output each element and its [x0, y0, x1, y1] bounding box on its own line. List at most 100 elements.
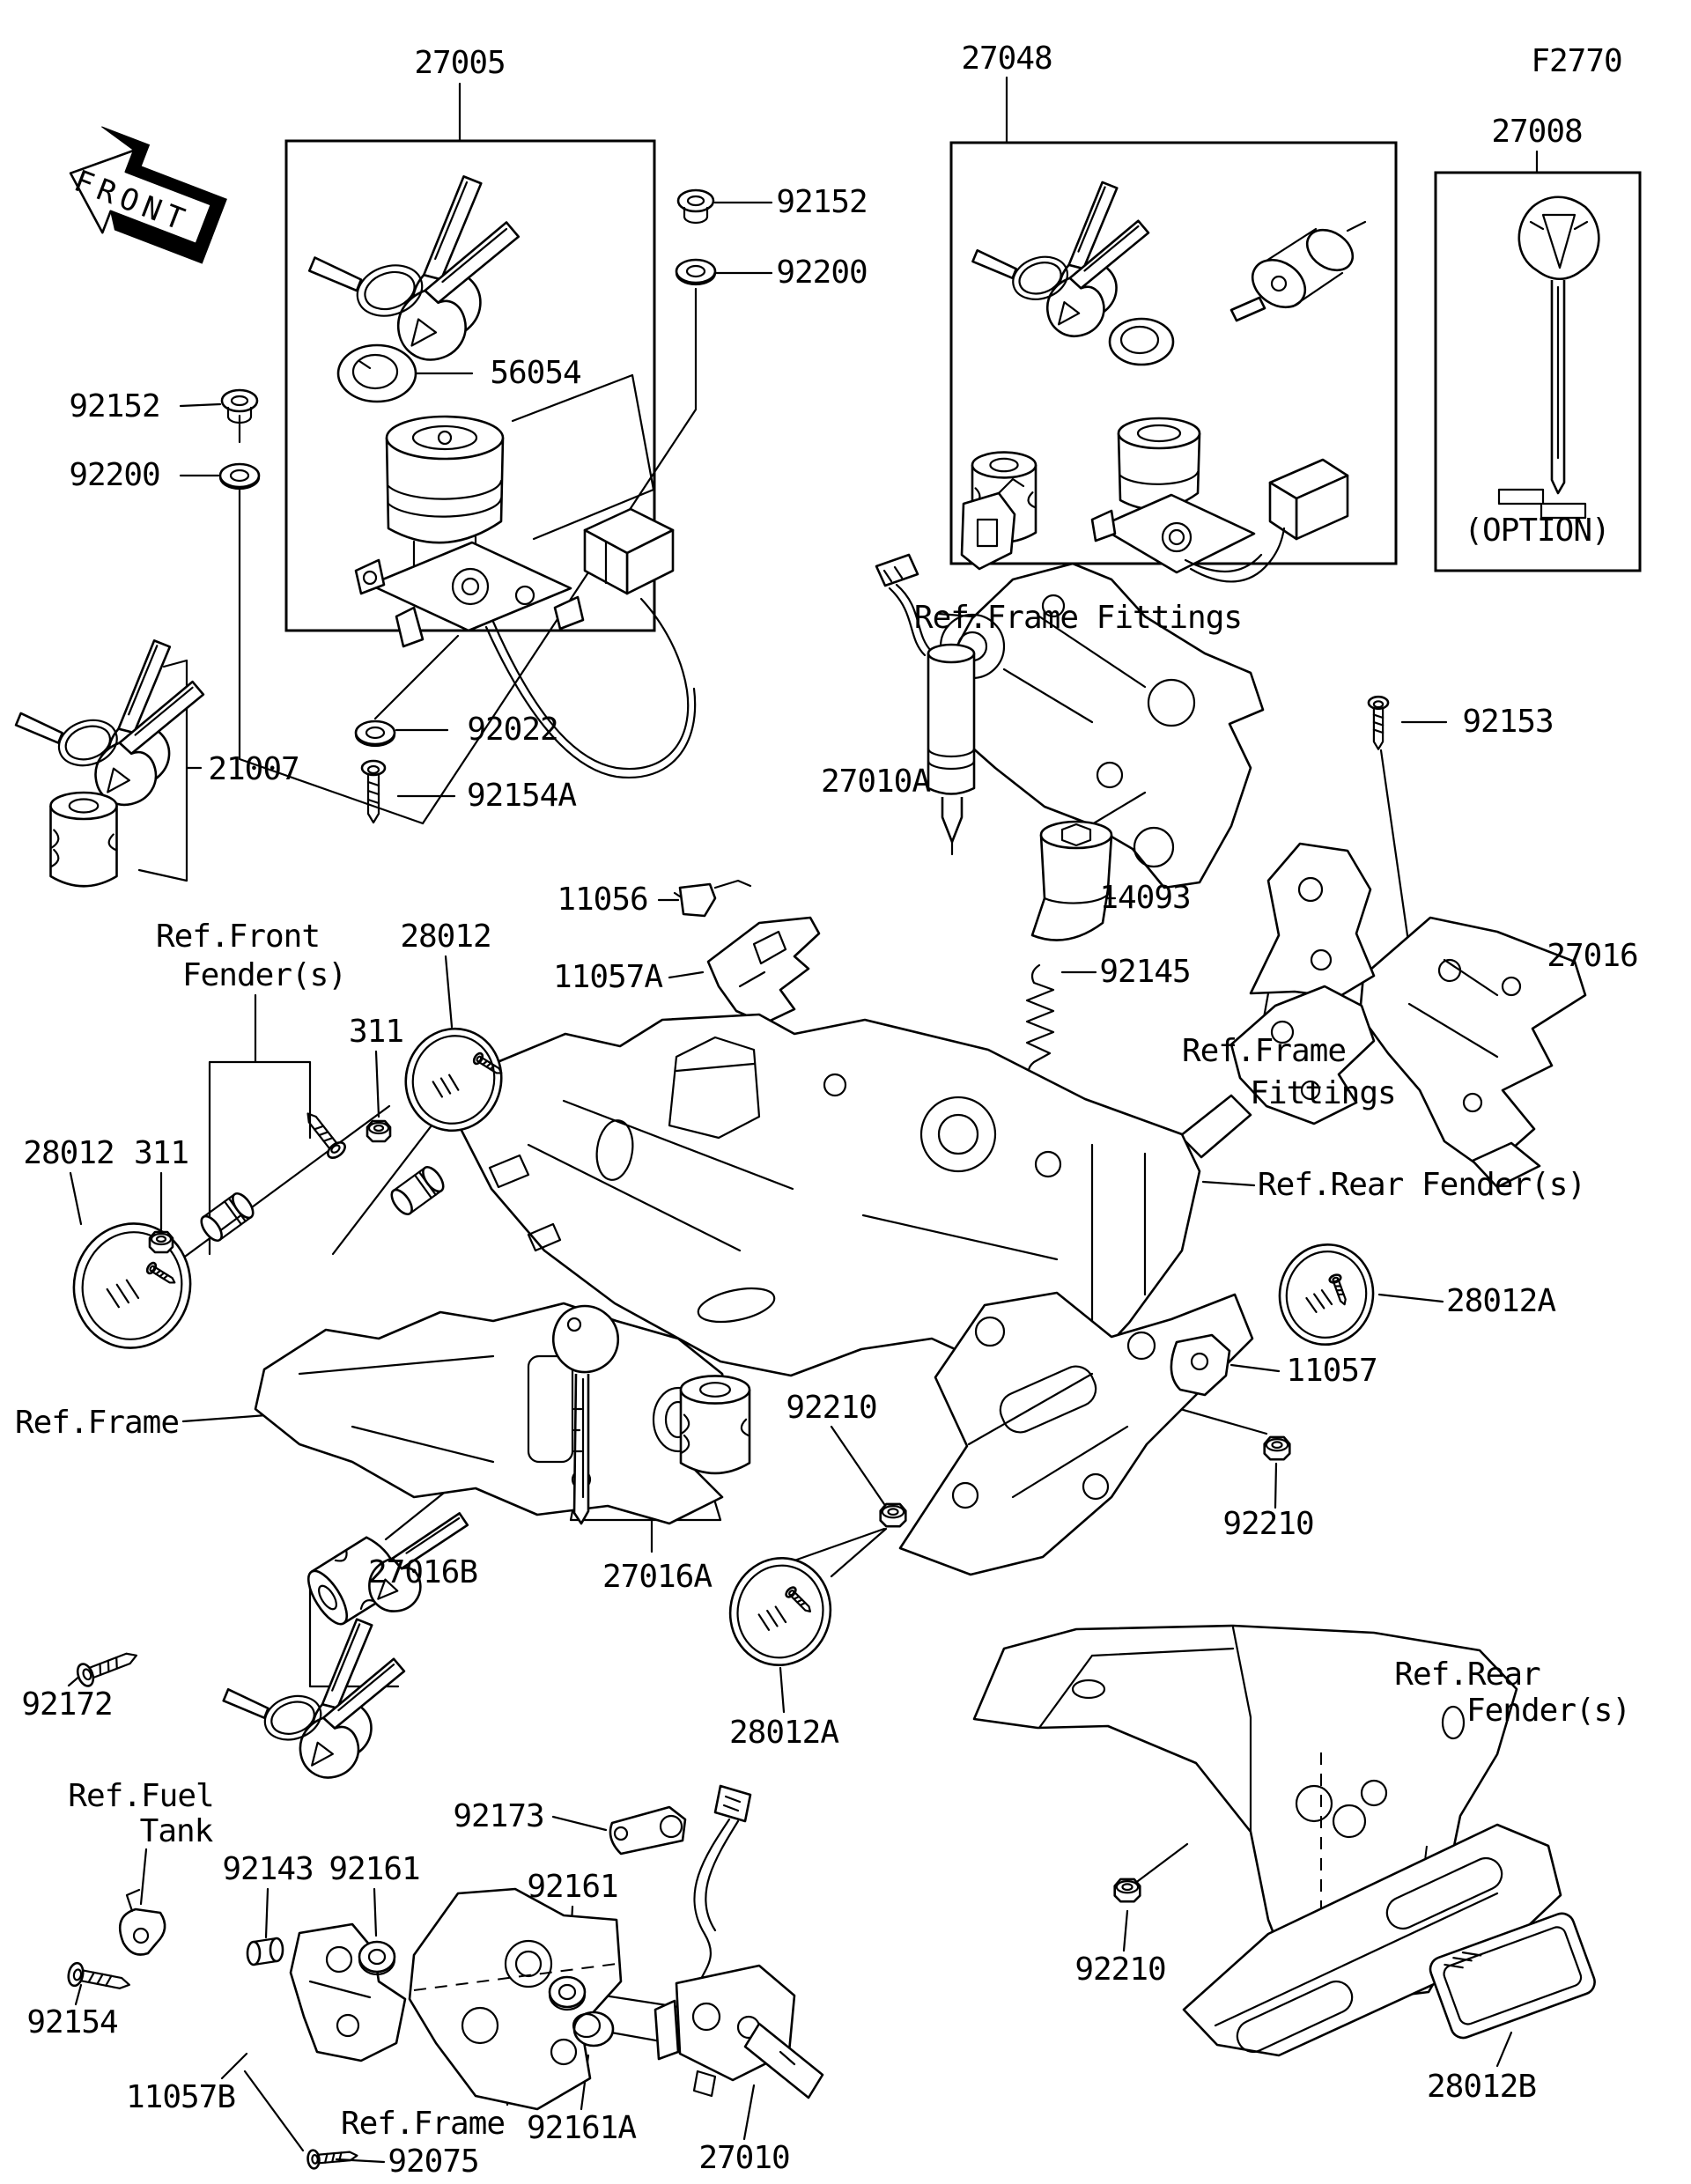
washer-92161-2-drawing [548, 1975, 587, 2011]
ref-label-frame-fittings2-line2: Fittings [1250, 1075, 1396, 1112]
rear-fender-upper-drawing [454, 1015, 1200, 1376]
part-label-28012-left: 28012 [23, 1135, 114, 1172]
screw-92172-drawing [73, 1643, 142, 1690]
ref-label-front-fender-line1: Ref.Front [155, 919, 321, 956]
part-label-311-left: 311 [133, 1135, 189, 1172]
front-arrow-icon: FRONT [70, 122, 234, 270]
nut-92210-1-drawing [879, 1502, 907, 1528]
bracket-27048-small-drawing [962, 479, 1023, 569]
part-label-92210-3: 92210 [1074, 1952, 1166, 1988]
part-label-27005: 27005 [414, 45, 506, 82]
washer-92200-left-drawing [218, 462, 261, 491]
part-label-92152-left: 92152 [69, 388, 160, 425]
ignition-switch-27005-drawing [356, 375, 695, 778]
part-label-92075: 92075 [388, 2143, 479, 2180]
stay-11057A-drawing [708, 918, 819, 1023]
washer-92200-right-drawing [675, 258, 717, 286]
part-label-11057B: 11057B [125, 2079, 236, 2116]
frame-plate-bottom-drawing [410, 1889, 621, 2109]
part-label-92172: 92172 [21, 1686, 113, 1723]
part-label-27016B: 27016B [367, 1554, 478, 1591]
part-label-27010A: 27010A [820, 764, 931, 801]
part-label-56054: 56054 [490, 355, 581, 392]
key-set-21007-drawing [16, 636, 222, 888]
part-label-92200-right: 92200 [776, 255, 868, 291]
ref-label-fuel-tank-line2: Tank [139, 1813, 214, 1850]
fuel-tank-clamp-drawing [120, 1890, 165, 1955]
screw-92154-drawing [65, 1960, 133, 1997]
reflector-28012A-bottom-drawing [719, 1547, 842, 1676]
option-label: (OPTION) [1464, 513, 1610, 550]
collar-92143-drawing [247, 1938, 283, 1965]
ref-label-frame-left: Ref.Frame [14, 1405, 180, 1442]
part-label-92161A: 92161A [526, 2110, 637, 2147]
part-label-11057: 11057 [1286, 1353, 1377, 1390]
part-label-92210-2: 92210 [1222, 1506, 1314, 1543]
lock-27016B-drawing [224, 1503, 470, 1778]
nut-311-top-drawing [366, 1119, 392, 1143]
ref-label-front-fender-line2: Fender(s) [181, 957, 347, 994]
part-label-27010: 27010 [698, 2140, 790, 2177]
bracket-11057B-drawing [291, 1924, 405, 2061]
switch-27010A-drawing [876, 555, 974, 854]
part-label-92210-1: 92210 [786, 1390, 877, 1427]
washer-92022-drawing [354, 719, 396, 748]
reflector-28012A-right-drawing [1270, 1236, 1383, 1354]
part-label-92152-right: 92152 [776, 184, 868, 221]
plug-92161A-drawing [573, 2012, 613, 2046]
grommet-92152-right-drawing [676, 188, 715, 225]
reflector-28012-left-drawing [61, 1211, 203, 1361]
key-set-27005-drawing [309, 171, 539, 360]
part-label-21007: 21007 [208, 751, 299, 788]
part-label-92154: 92154 [26, 2004, 118, 2041]
part-label-27016A: 27016A [602, 1559, 713, 1596]
screw-92153-drawing [1367, 696, 1390, 750]
key-27008-drawing [1499, 197, 1599, 518]
screw-92154A-drawing [360, 759, 387, 824]
part-label-92143: 92143 [222, 1851, 314, 1888]
plate-holder-drawing [1184, 1825, 1561, 2057]
license-bracket-drawing [900, 1293, 1252, 1575]
ref-label-frame-fittings2-line1: Ref.Frame [1181, 1033, 1347, 1070]
part-label-92161-1: 92161 [329, 1851, 420, 1888]
cover-14093-drawing [1032, 822, 1111, 941]
part-label-11056: 11056 [557, 882, 648, 919]
bracket-frame-fittings2-drawing [1180, 844, 1374, 1157]
nut-311-left-drawing [148, 1230, 174, 1254]
part-label-27016: 27016 [1547, 938, 1638, 975]
page-code: F2770 [1531, 43, 1622, 80]
ref-label-rear-fender2-line2: Fender(s) [1466, 1693, 1631, 1730]
nut-92210-2-drawing [1263, 1435, 1291, 1461]
ref-label-rear-fender-top: Ref.Rear Fender(s) [1257, 1167, 1586, 1204]
part-label-92145: 92145 [1099, 954, 1191, 991]
reflector-28012B-drawing [1427, 1910, 1598, 2041]
screw-left-set-drawing [299, 1106, 349, 1162]
spacer-left-drawing [196, 1189, 258, 1245]
ref-label-fuel-tank-line1: Ref.Fuel [68, 1778, 214, 1815]
nut-92210-3-drawing [1113, 1878, 1141, 1903]
part-label-28012-top: 28012 [400, 919, 491, 956]
part-label-311-top: 311 [348, 1014, 404, 1051]
washer-27048-drawing [1110, 319, 1173, 365]
washer-56054-drawing [338, 345, 416, 402]
clip-11056-drawing [675, 881, 750, 916]
frame-section-drawing [255, 1303, 731, 1524]
part-label-11057A: 11057A [552, 959, 663, 996]
ignition-switch-27048-drawing [1092, 418, 1348, 581]
ref-label-frame-fittings: Ref.Frame Fittings [913, 600, 1243, 637]
part-label-92154A: 92154A [466, 778, 577, 815]
part-label-92153: 92153 [1462, 704, 1554, 741]
part-label-92200-left: 92200 [69, 457, 160, 494]
washer-92161-1-drawing [358, 1940, 396, 1976]
part-label-14093: 14093 [1099, 880, 1191, 917]
part-label-28012A-right: 28012A [1445, 1283, 1556, 1320]
lever-92173-drawing [610, 1807, 685, 1854]
part-label-27048: 27048 [961, 41, 1052, 77]
hook-11057-drawing [1171, 1335, 1229, 1395]
part-label-92161-2: 92161 [527, 1869, 618, 1906]
key-set-27048-drawing [972, 177, 1165, 336]
spring-92145-drawing [1027, 965, 1053, 1080]
screw-92075-drawing [306, 2145, 359, 2170]
